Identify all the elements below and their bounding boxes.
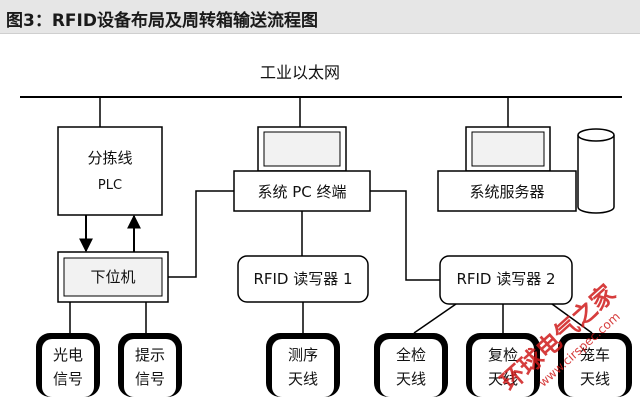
fullcheck-antenna-label: 全检 <box>396 346 426 364</box>
rfid-reader-1-label: RFID 读写器 1 <box>253 270 352 288</box>
reader2-to-fullcheck-link <box>413 303 457 334</box>
pc-terminal-box <box>233 170 371 212</box>
photo-signal-sublabel: 信号 <box>53 370 83 388</box>
server-monitor-screen <box>471 131 545 167</box>
sorting-plc-sublabel: PLC <box>98 178 122 193</box>
sorting-plc-label: 分拣线 <box>87 149 132 167</box>
database-cylinder-icon <box>577 128 615 214</box>
photo-signal-label: 光电 <box>53 346 83 364</box>
rfid-reader-2-label: RFID 读写器 2 <box>456 270 555 288</box>
pc-to-lower-link <box>168 190 234 278</box>
recheck-antenna-label: 复检 <box>488 346 518 364</box>
pc-terminal-label: 系统 PC 终端 <box>257 183 346 201</box>
measure-antenna-sublabel: 天线 <box>288 370 318 388</box>
reader2-to-cage-link <box>551 303 593 334</box>
cage-antenna-sublabel: 天线 <box>580 370 610 388</box>
recheck-antenna-sublabel: 天线 <box>488 370 518 388</box>
prompt-signal-label: 提示 <box>135 346 165 364</box>
lower-machine-label: 下位机 <box>90 268 135 286</box>
cage-antenna-label: 笼车 <box>580 346 610 364</box>
prompt-signal-node: 提示 信号 <box>118 333 182 397</box>
prompt-signal-sublabel: 信号 <box>135 370 165 388</box>
server-label: 系统服务器 <box>469 183 544 201</box>
lower-machine-inner <box>63 257 163 297</box>
title-bar: 图3：RFID设备布局及周转箱输送流程图 <box>0 0 640 34</box>
pc-to-reader2-link <box>370 190 440 281</box>
fullcheck-antenna-node: 全检 天线 <box>374 333 448 397</box>
measure-antenna-label: 测序 <box>288 346 318 364</box>
cage-antenna-node: 笼车 天线 <box>558 333 632 397</box>
recheck-antenna-node: 复检 天线 <box>466 333 540 397</box>
fullcheck-antenna-sublabel: 天线 <box>396 370 426 388</box>
photo-signal-node: 光电 信号 <box>36 333 100 397</box>
figure-title: 图3：RFID设备布局及周转箱输送流程图 <box>6 11 318 31</box>
network-label: 工业以太网 <box>260 63 340 82</box>
pc-monitor-screen <box>263 131 341 167</box>
sorting-plc-box <box>57 126 163 216</box>
measure-antenna-node: 测序 天线 <box>266 333 340 397</box>
rfid-reader-2-box <box>439 255 573 305</box>
server-box <box>437 170 577 212</box>
